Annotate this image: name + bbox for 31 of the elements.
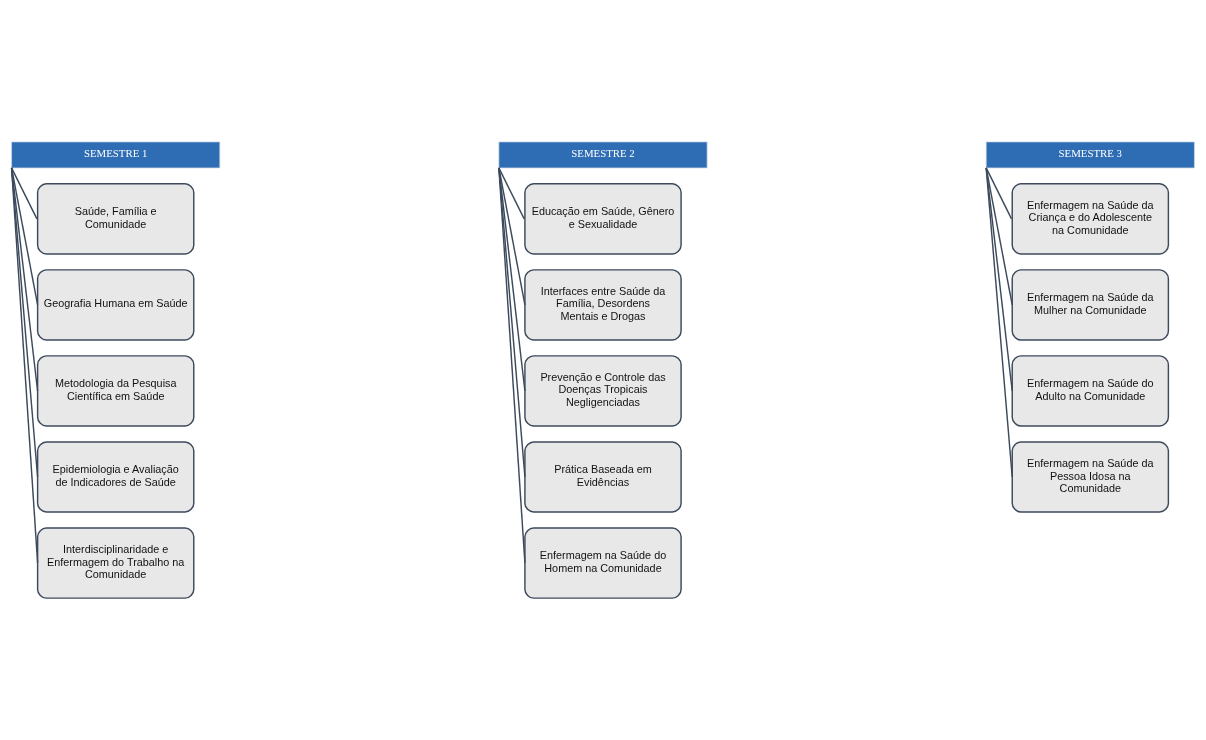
- node-box: Educação em Saúde, Gênero e Sexualidade: [524, 183, 682, 255]
- node-box: SEMESTRE 2: [498, 141, 708, 169]
- connector: [10, 167, 39, 306]
- node-box: Enfermagem na Saúde da Criança e do Adolescente na Comunidade: [1011, 183, 1170, 255]
- node-box: Enfermagem na Saúde da Mulher na Comunidade: [1011, 269, 1170, 341]
- connector: [498, 167, 525, 220]
- connector: [985, 167, 1013, 392]
- connector: [10, 167, 38, 220]
- connector: [10, 167, 39, 392]
- node-box: SEMESTRE 1: [11, 141, 221, 169]
- node-box: Interdisciplinaridade e Enfermagem do Trabalho na Comunidade: [36, 527, 195, 599]
- node-box: Geografia Humana em Saúde: [36, 269, 195, 341]
- node-box: SEMESTRE 3: [985, 141, 1195, 169]
- node-box: Prevenção e Controle das Doenças Tropicais Negligenciadas: [524, 355, 682, 427]
- connector: [985, 167, 1013, 306]
- node-box: Enfermagem na Saúde do Homem na Comunidade: [524, 527, 682, 599]
- connector: [985, 167, 1013, 478]
- connector: [498, 167, 526, 564]
- connector: [10, 167, 39, 478]
- node-box: Enfermagem na Saúde da Pessoa Idosa na Comunidade: [1011, 441, 1170, 513]
- node-box: Interfaces entre Saúde da Família, Desordens Mentais e Drogas: [524, 269, 682, 341]
- connector: [498, 167, 526, 478]
- node-box: Metodologia da Pesquisa Científica em Saúde: [36, 355, 195, 427]
- node-box: Saúde, Família e Comunidade: [36, 183, 195, 255]
- connector: [985, 167, 1013, 220]
- node-box: Enfermagem na Saúde do Adulto na Comunidade: [1011, 355, 1170, 427]
- node-box: Epidemiologia e Avaliação de Indicadores de Saúde: [36, 441, 195, 513]
- connector: [498, 167, 526, 306]
- connector: [10, 167, 39, 564]
- node-box: Prática Baseada em Evidências: [524, 441, 682, 513]
- connector: [498, 167, 526, 392]
